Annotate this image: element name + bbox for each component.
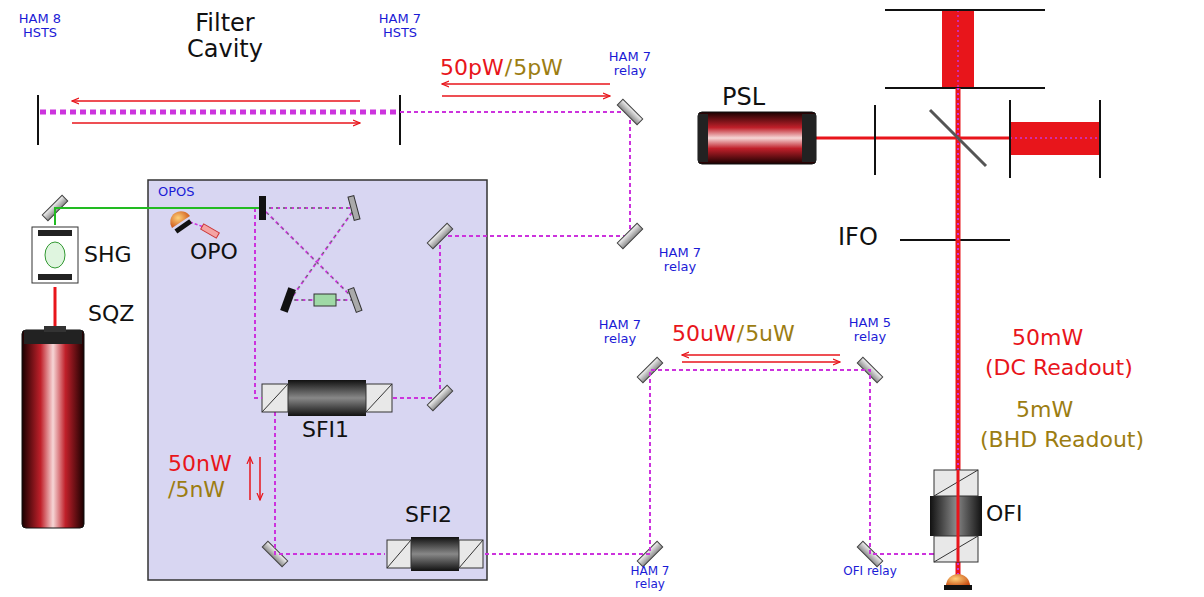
annotation-label: (DC Readout) bbox=[985, 356, 1133, 380]
annotation-label: 50uW bbox=[672, 322, 736, 346]
annotation-label: HAM 7 HSTS bbox=[372, 12, 428, 41]
beam-path bbox=[275, 446, 385, 554]
beam-path bbox=[485, 370, 932, 554]
squeezer-laser: SQZ bbox=[18, 300, 136, 532]
faraday-isolator: SFI1 bbox=[262, 382, 392, 446]
annotation-label: 50pW bbox=[440, 56, 504, 80]
annotation-label: 5pW bbox=[513, 56, 563, 80]
faraday-isolator: SFI2 bbox=[385, 503, 485, 571]
annotation-label: / bbox=[505, 56, 512, 80]
beam-path bbox=[54, 287, 57, 300]
annotation-label: HAM 7 relay bbox=[652, 246, 708, 275]
annotation-label: HAM 7 relay bbox=[622, 565, 678, 591]
annotation-label: HAM 7 relay bbox=[602, 50, 658, 79]
component-name: OFI bbox=[986, 502, 1022, 526]
beam-path bbox=[255, 320, 262, 398]
enclosure-panel: OPOS OPO SFI1SFI2 bbox=[148, 180, 487, 580]
annotation-label: OFI relay bbox=[842, 565, 898, 578]
beam-path bbox=[55, 208, 165, 225]
component-name: SFI2 bbox=[405, 503, 452, 527]
shg-cavity: SHG bbox=[28, 225, 136, 287]
component-name: OPO bbox=[190, 240, 238, 264]
component-name: PSL bbox=[722, 84, 765, 110]
annotation-label: 50nW bbox=[168, 452, 232, 476]
annotation-label: Filter Cavity bbox=[165, 10, 285, 63]
annotation-label: HAM 5 relay bbox=[842, 316, 898, 345]
annotation-label: IFO bbox=[838, 224, 878, 250]
component-name: OPOS bbox=[158, 185, 195, 199]
annotation-label: HAM 7 relay bbox=[592, 318, 648, 347]
faraday-isolator: OFI bbox=[932, 468, 1032, 564]
annotation-label: 5uW bbox=[745, 322, 795, 346]
component-name: SHG bbox=[84, 243, 132, 267]
component-name: SQZ bbox=[88, 302, 134, 326]
annotation-label: 5mW bbox=[1016, 398, 1073, 422]
laser-source: PSL bbox=[698, 84, 818, 166]
opo-cavity: OPO bbox=[165, 192, 370, 320]
annotation-label: 50mW bbox=[1012, 326, 1083, 350]
annotation-label: HAM 8 HSTS bbox=[12, 12, 68, 41]
annotation-label: (BHD Readout) bbox=[980, 428, 1144, 452]
component-name: SFI1 bbox=[302, 418, 349, 442]
annotation-label: /5nW bbox=[168, 478, 225, 502]
annotation-label: / bbox=[737, 322, 744, 346]
